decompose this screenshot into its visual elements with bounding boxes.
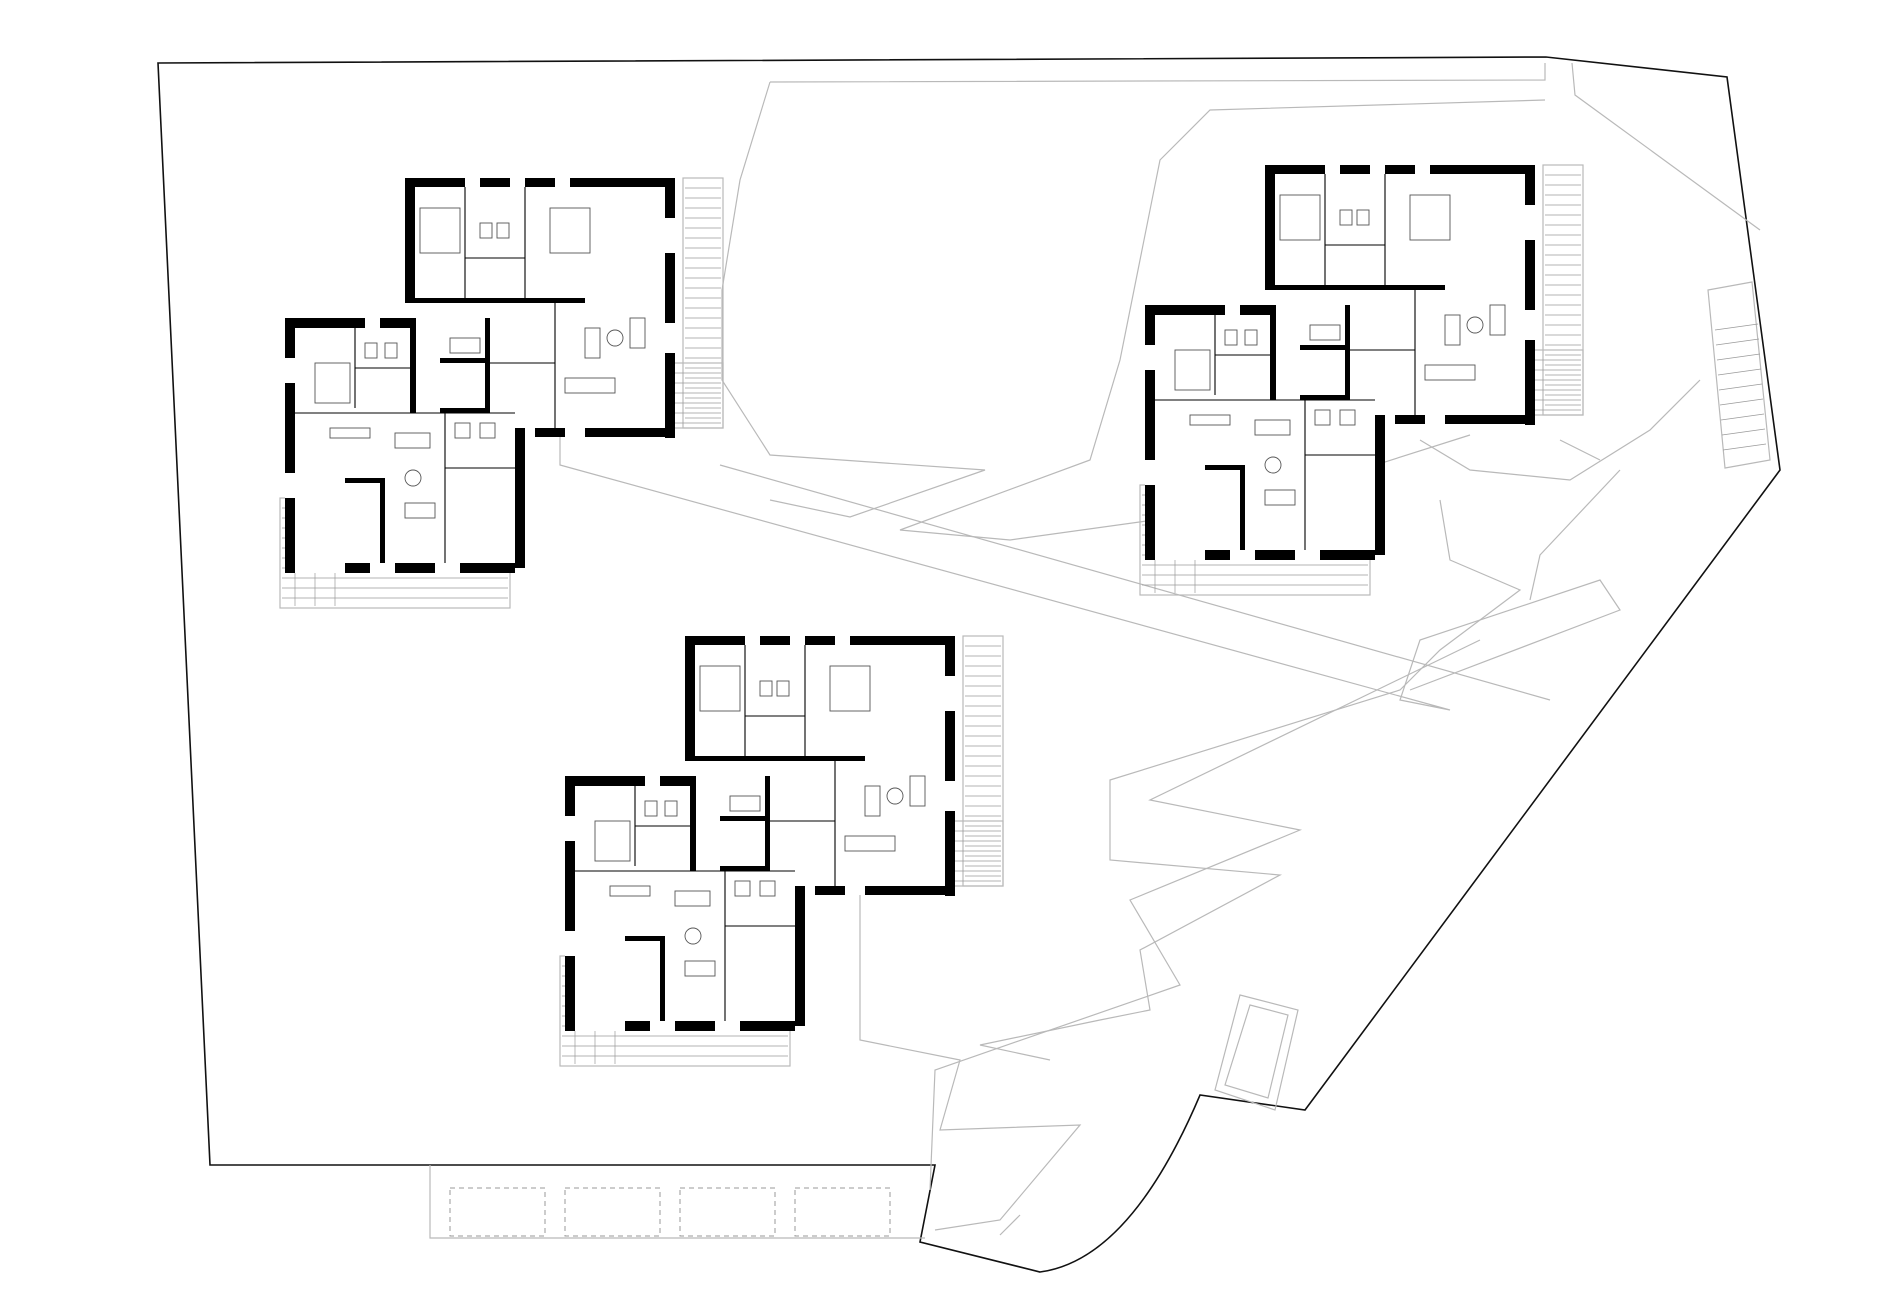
building-house-west [279,177,724,609]
parking-area [429,1165,925,1239]
parking-bay [679,1187,776,1237]
parking-bay [564,1187,661,1237]
parking-bay [794,1187,891,1237]
site-boundary [157,56,1781,1273]
east-stair [1707,281,1771,469]
building-house-south [559,635,1004,1067]
building-house-east [1139,164,1584,596]
parking-bay [449,1187,546,1237]
ramp [1214,994,1299,1111]
landscape-paths [559,62,1761,1236]
